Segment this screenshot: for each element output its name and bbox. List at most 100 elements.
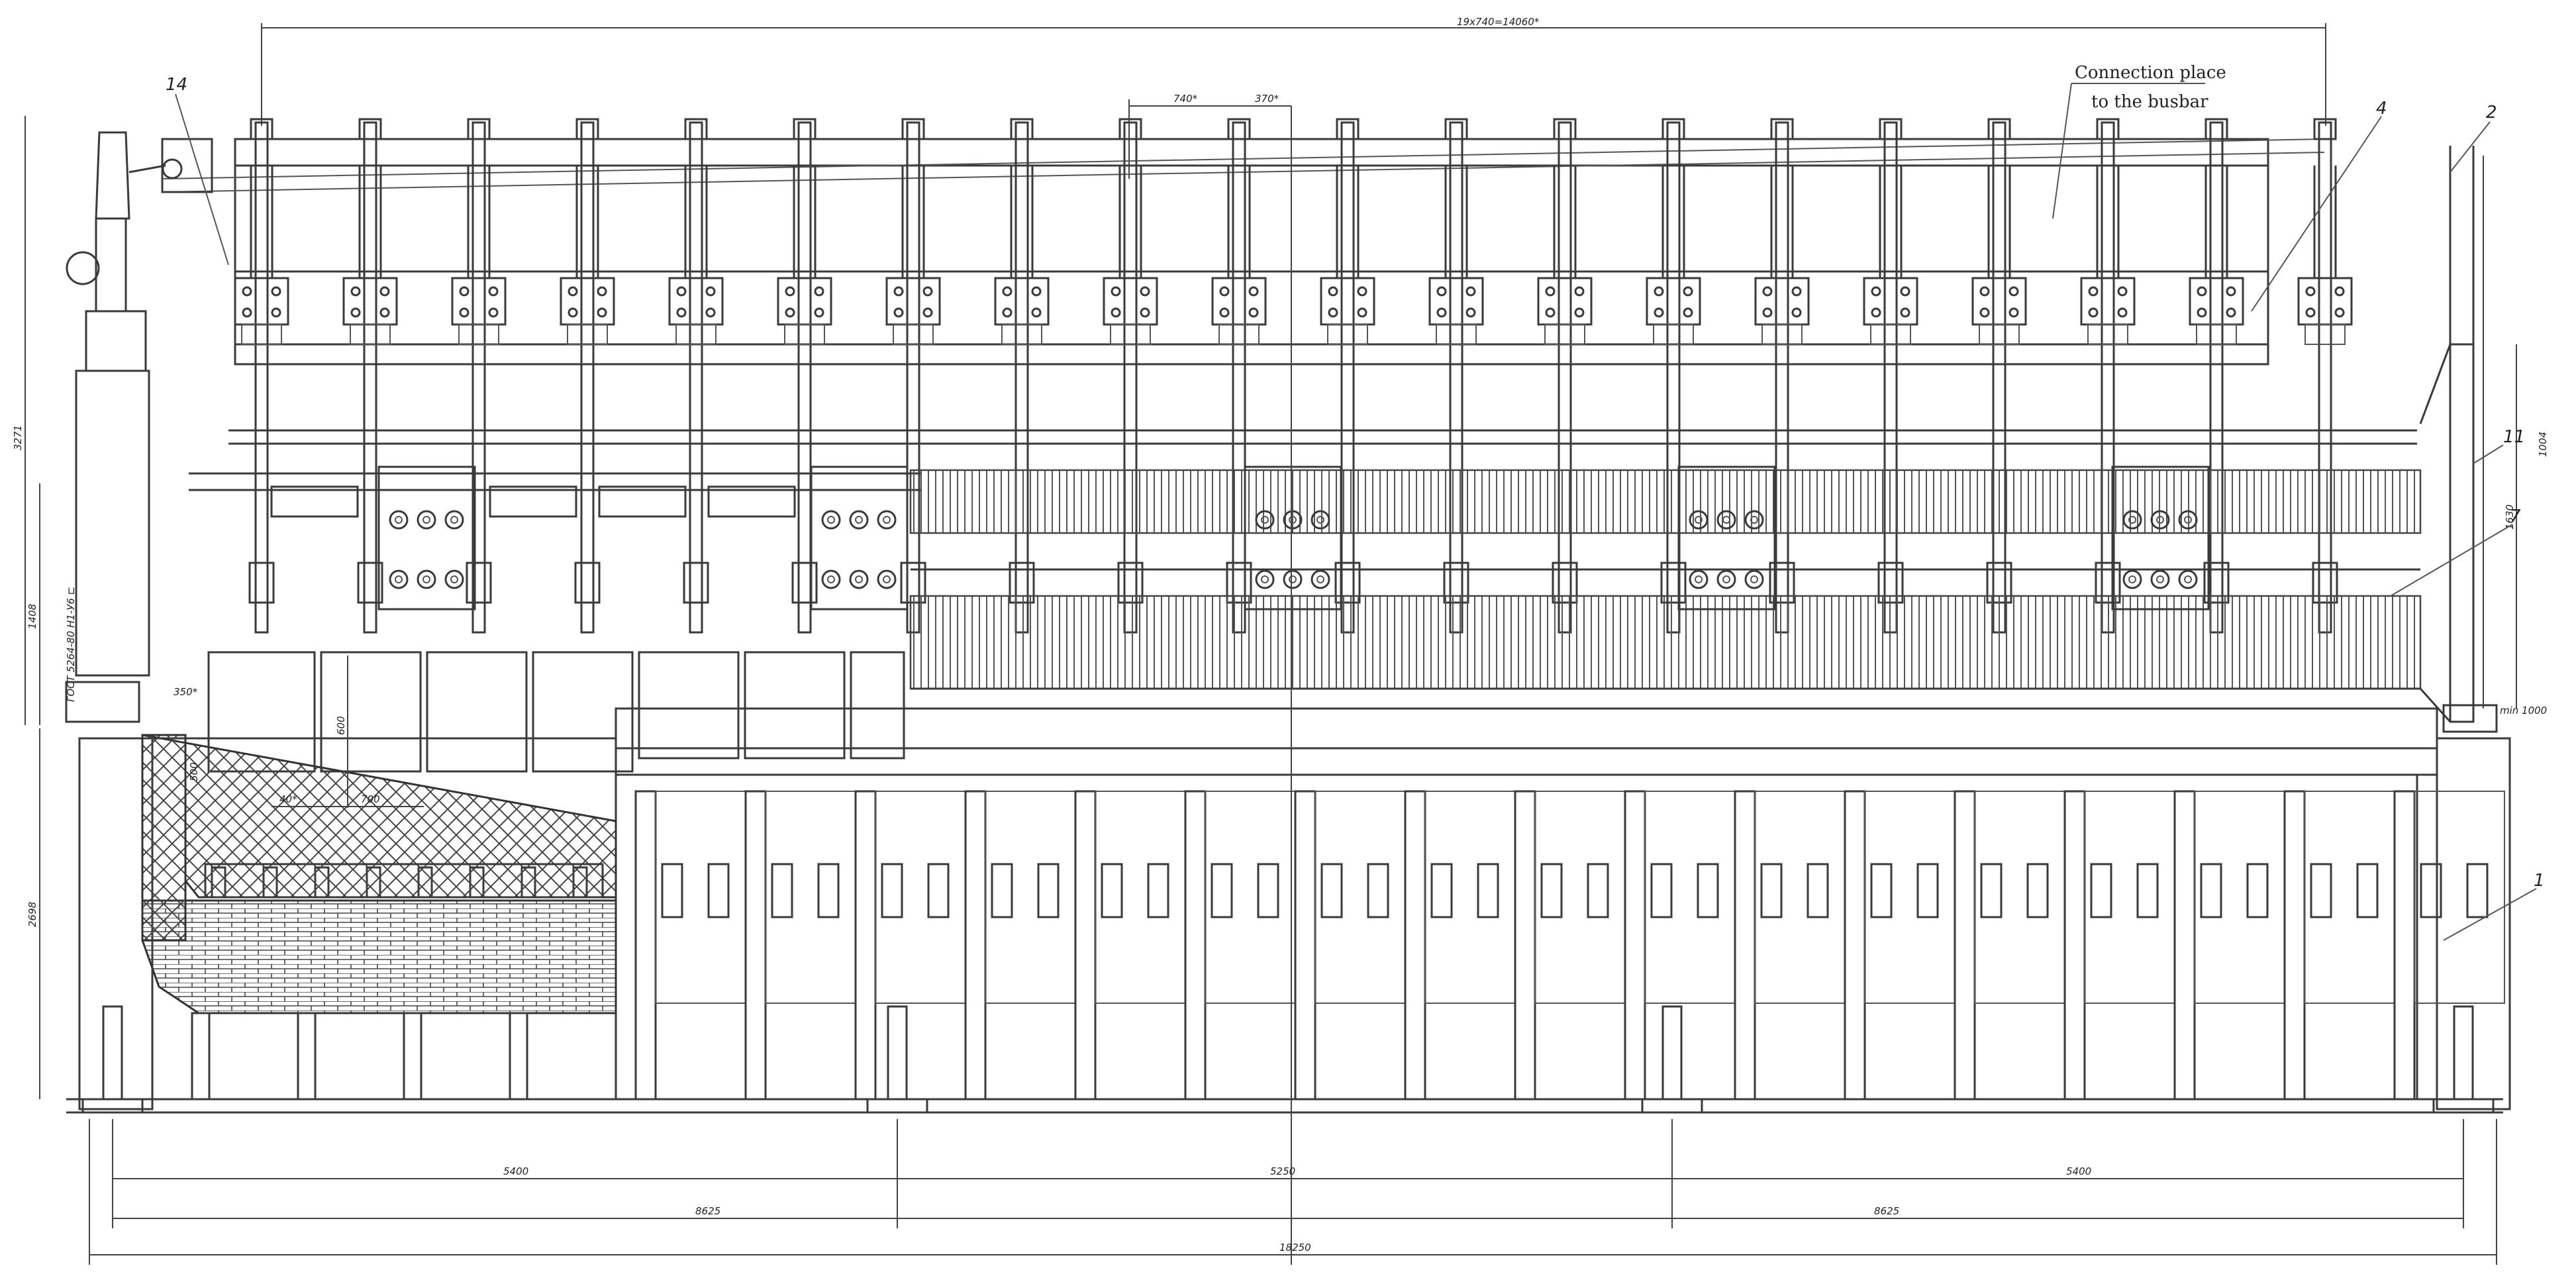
clamp-bolt [568, 286, 578, 297]
cathode-stiffener [2393, 790, 2416, 1101]
clamp-bolt [1002, 307, 1013, 318]
callout-2: 2 [2486, 103, 2497, 123]
plate-bolt-core [2128, 516, 2136, 524]
clamp-bolt [1248, 307, 1259, 318]
clamp-bolt [785, 286, 795, 297]
clamp-bolt [1248, 286, 1259, 297]
plate-bolt [877, 510, 897, 530]
lining-section [141, 734, 617, 1014]
busbar-annotation: Connection place to the busbar [2052, 63, 2226, 219]
clamp-bolt [785, 307, 795, 318]
rod-sleeve [683, 562, 709, 604]
clamp-bolt [705, 286, 716, 297]
cathode-panel [875, 791, 966, 1004]
plate-bolt-core [1750, 575, 1758, 583]
clamp-block [2189, 277, 2244, 326]
plate-bolt-core [422, 516, 430, 524]
anode-rod [580, 121, 595, 634]
rod-cap [1770, 118, 1794, 140]
clamp-bolt [597, 307, 607, 318]
foot-post [2453, 1005, 2474, 1101]
clamp-bolt [2117, 286, 2128, 297]
plate-bolt [1283, 569, 1303, 589]
h2698-text: 2698 [26, 902, 38, 927]
plate-bolt [1255, 510, 1275, 530]
clamp-block [777, 277, 832, 326]
bottom-center-5250: 5250 [1270, 1165, 1295, 1177]
cathode-panel [2304, 791, 2395, 1004]
clamp-bolt [488, 286, 499, 297]
collector-window [771, 863, 793, 918]
h350-text: 350* [173, 686, 198, 698]
clamp-bolt [2197, 307, 2207, 318]
plate-bolt [1744, 569, 1764, 589]
clamp-bolt [814, 286, 824, 297]
clamp-bolt [1574, 286, 1585, 297]
plate-bolt [821, 510, 841, 530]
cathode-stiffener [634, 790, 657, 1101]
cathode-stiffener [1294, 790, 1316, 1101]
h600-text: 600 [335, 716, 347, 735]
plate-bolt [444, 510, 464, 530]
anode-rod [797, 121, 812, 634]
clamp-base [2304, 324, 2346, 345]
collector-window [1916, 863, 1939, 918]
clamp-bolt [1436, 286, 1447, 297]
clamp-bolt [1219, 286, 1230, 297]
plate-bolt-core [2156, 516, 2164, 524]
cathode-panel [1864, 791, 1956, 1004]
clamp-bolt [1979, 286, 1990, 297]
rod-cap [1010, 118, 1034, 140]
collector-window [1870, 863, 1893, 918]
callout-7: 7 [2510, 507, 2521, 526]
cathode-stiffener [1954, 790, 1976, 1101]
anode-rod [1883, 121, 1898, 634]
clamp-base [1544, 324, 1585, 345]
plate-bolt [2122, 510, 2142, 530]
w40-text: 40* [279, 793, 297, 805]
anode-rod [471, 121, 486, 634]
annotation-line1: Connection place [2075, 63, 2226, 83]
anode-rod [363, 121, 377, 634]
rod-sleeve [248, 562, 275, 604]
collector-window [1430, 863, 1453, 918]
clamp-bolt [379, 307, 390, 318]
collector-window [2356, 863, 2379, 918]
clamp-base [458, 324, 499, 345]
clamp-base [1327, 324, 1368, 345]
rod-cap [901, 118, 925, 140]
clamp-block [451, 277, 507, 326]
dim-740: 740* [1173, 93, 1198, 105]
clamp-base [1110, 324, 1151, 345]
plate-bolt-core [827, 575, 835, 583]
collector-window [1477, 863, 1499, 918]
collector-window [1807, 863, 1829, 918]
anode-rod [1992, 121, 2006, 634]
plate-bolt [821, 569, 841, 589]
plate-bolt [389, 510, 409, 530]
clamp-bolt [1111, 286, 1121, 297]
top-dimension: 19x740=14060* 740* 370* [261, 16, 2326, 179]
clamp-bolt [1031, 307, 1042, 318]
support-feet [81, 1005, 2495, 1114]
anode-rods [248, 118, 2338, 634]
lining-leg [191, 1012, 211, 1101]
plate-bolt [1744, 510, 1764, 530]
plate-bolt [1689, 569, 1709, 589]
clamp-bolt [2197, 286, 2207, 297]
collector-window [1101, 863, 1123, 918]
plate-bolt [1283, 510, 1303, 530]
collector-window [1257, 863, 1279, 918]
collector-window [2090, 863, 2112, 918]
clamp-block [1537, 277, 1593, 326]
standard-note-text: ГОСТ 5264-80 Н1-У6 ⊏ [65, 587, 77, 702]
bus-plate [2111, 466, 2210, 611]
plate-bolt-core [450, 575, 458, 583]
cathode-stiffener [2173, 790, 2196, 1101]
cathode-stiffeners [211, 790, 2505, 1101]
clamp-bolt [1328, 286, 1338, 297]
clamp-bolt [2088, 286, 2099, 297]
clamp-bolt [1683, 286, 1693, 297]
clamp-bolt [1871, 286, 1881, 297]
left-lifting-mechanism [65, 131, 213, 723]
